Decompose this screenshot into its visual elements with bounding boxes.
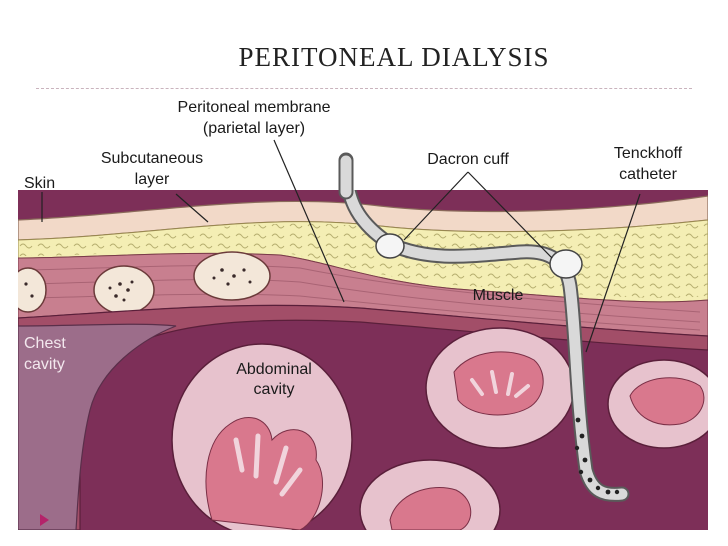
title-divider — [36, 88, 692, 89]
dacron-cuff-inner — [549, 249, 583, 279]
slide-bullet-marker — [40, 514, 49, 526]
label-chest-cavity: cavity — [24, 356, 65, 373]
bowel-loops — [171, 327, 708, 530]
dacron-cuff-outer — [375, 233, 405, 259]
label-abdominal-cavity: cavity — [254, 381, 295, 398]
label-peritoneal-membrane: Peritoneal membrane — [178, 99, 331, 116]
label-parietal-layer: (parietal layer) — [203, 120, 305, 137]
leader-lines — [41, 139, 641, 353]
tissue-cross-section — [18, 190, 708, 530]
muscle-bundles — [18, 251, 271, 315]
label-abdominal: Abdominal — [236, 361, 312, 378]
label-tenckhoff-catheter: catheter — [619, 166, 677, 183]
chest-cavity — [18, 323, 177, 530]
label-dacron-cuff: Dacron cuff — [427, 151, 509, 168]
label-subcutaneous: Subcutaneous — [101, 150, 203, 167]
label-subcutaneous-layer: layer — [135, 171, 170, 188]
slide-title: PERITONEAL DIALYSIS — [238, 42, 550, 72]
label-muscle: Muscle — [473, 287, 524, 304]
label-chest: Chest — [24, 335, 66, 352]
label-skin: Skin — [24, 175, 55, 192]
label-tenckhoff: Tenckhoff — [614, 145, 683, 162]
